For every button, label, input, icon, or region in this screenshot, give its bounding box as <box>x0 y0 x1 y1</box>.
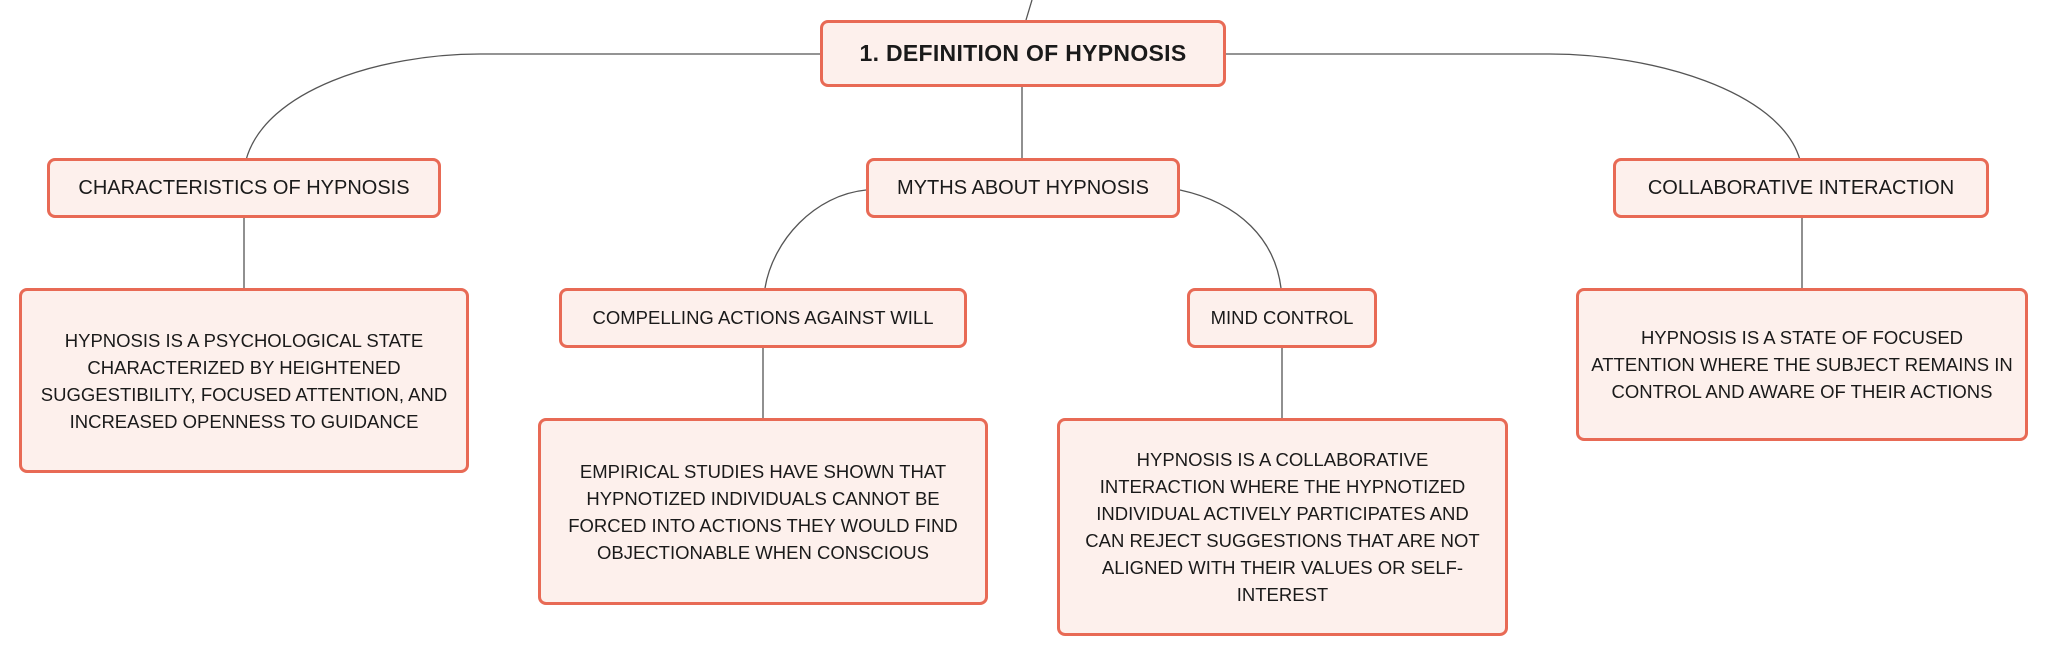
connector-root-to-collaborative <box>1226 53 1801 161</box>
mind-control-detail-text: HYPNOSIS IS A COLLABORATIVE INTERACTION … <box>1085 449 1480 605</box>
collaborative-detail-text: HYPNOSIS IS A STATE OF FOCUSED ATTENTION… <box>1591 327 2013 402</box>
characteristics-node[interactable]: CHARACTERISTICS OF HYPNOSIS <box>47 158 441 218</box>
compelling-detail-node[interactable]: EMPIRICAL STUDIES HAVE SHOWN THAT HYPNOT… <box>538 418 988 605</box>
root-node[interactable]: 1. DEFINITION OF HYPNOSIS <box>820 20 1226 87</box>
myths-node-label: MYTHS ABOUT HYPNOSIS <box>897 176 1149 199</box>
collaborative-node[interactable]: COLLABORATIVE INTERACTION <box>1613 158 1989 218</box>
myths-node[interactable]: MYTHS ABOUT HYPNOSIS <box>866 158 1180 218</box>
mind-control-node-label: MIND CONTROL <box>1210 307 1354 328</box>
characteristics-node-label: CHARACTERISTICS OF HYPNOSIS <box>78 176 410 199</box>
compelling-node[interactable]: COMPELLING ACTIONS AGAINST WILL <box>559 288 967 348</box>
characteristics-detail-text: HYPNOSIS IS A PSYCHOLOGICAL STATE CHARAC… <box>40 329 448 432</box>
collaborative-detail-node[interactable]: HYPNOSIS IS A STATE OF FOCUSED ATTENTION… <box>1576 288 2028 441</box>
connector-myths-to-compelling <box>764 189 867 289</box>
connector-parent-to-root <box>1025 0 1033 21</box>
connector-root-to-characteristics <box>245 53 822 161</box>
compelling-detail-text: EMPIRICAL STUDIES HAVE SHOWN THAT HYPNOT… <box>568 460 958 563</box>
characteristics-detail-node[interactable]: HYPNOSIS IS A PSYCHOLOGICAL STATE CHARAC… <box>19 288 469 473</box>
root-node-label: 1. DEFINITION OF HYPNOSIS <box>859 40 1187 66</box>
mind-control-detail-node[interactable]: HYPNOSIS IS A COLLABORATIVE INTERACTION … <box>1057 418 1508 636</box>
connector-myths-to-mind-control <box>1179 189 1282 289</box>
collaborative-node-label: COLLABORATIVE INTERACTION <box>1647 176 1955 199</box>
compelling-node-label: COMPELLING ACTIONS AGAINST WILL <box>592 307 934 328</box>
mind-control-node[interactable]: MIND CONTROL <box>1187 288 1377 348</box>
